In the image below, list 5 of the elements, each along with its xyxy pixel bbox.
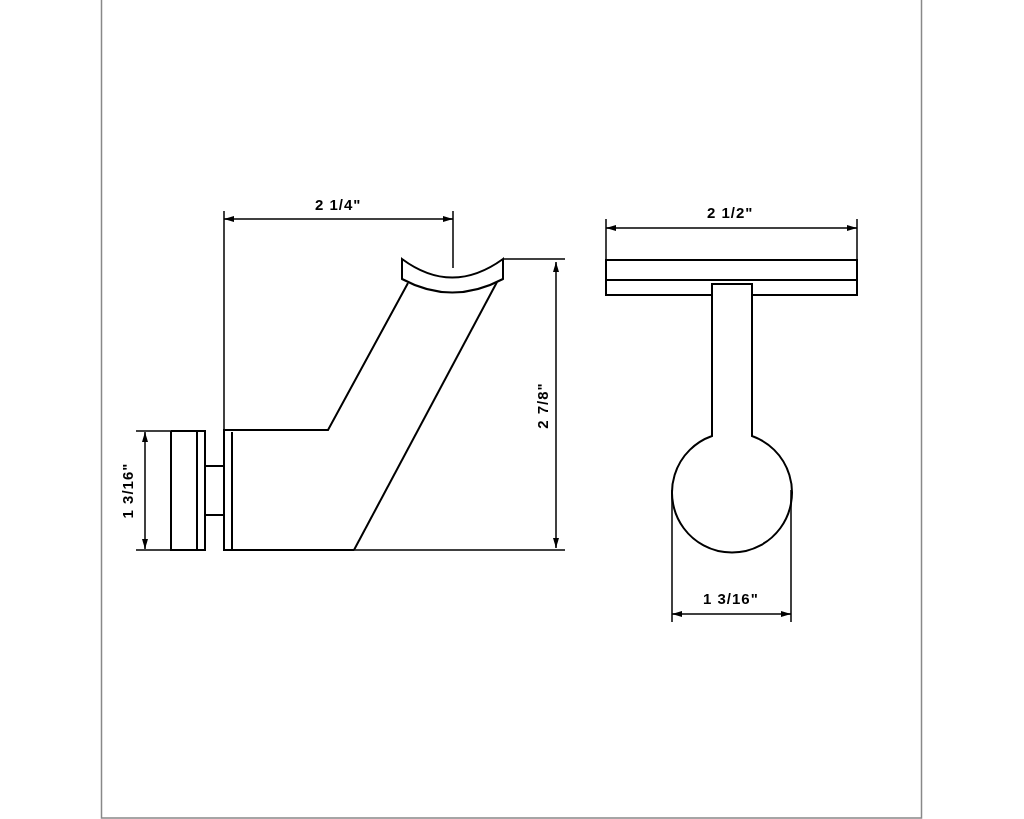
dimension-label: 2 1/4" <box>315 196 362 212</box>
dimension-label: 2 7/8" <box>534 381 550 429</box>
dimension-label: 1 3/16" <box>120 462 136 518</box>
dimension-label: 1 3/16" <box>703 590 759 606</box>
dimension-label: 2 1/2" <box>707 204 754 220</box>
